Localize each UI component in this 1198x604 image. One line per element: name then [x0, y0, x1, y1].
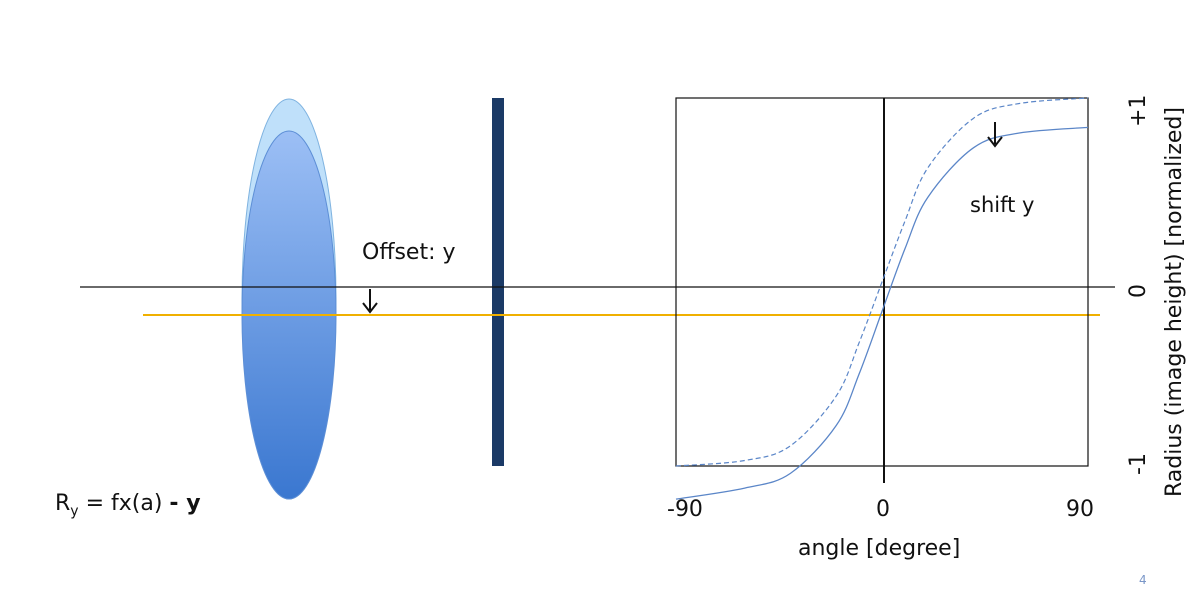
shift-label: shift y — [970, 193, 1035, 217]
shift-arrow-icon — [987, 122, 1003, 148]
offset-arrow-icon — [362, 289, 378, 314]
formula-subscript: y — [70, 503, 79, 520]
curve-shifted-solid — [675, 126, 1089, 500]
page-number: 4 — [1139, 573, 1147, 587]
x-tick-label: 0 — [876, 497, 890, 522]
y-axis-label: Radius (image height) [normalized] — [1162, 107, 1187, 497]
y-tick-label: -1 — [1126, 453, 1151, 475]
offset-label: Offset: y — [362, 240, 456, 265]
formula-middle: = fx(a) — [78, 491, 170, 516]
formula-r: R — [55, 491, 71, 516]
plot-frame — [675, 97, 1089, 467]
x-tick-label: 90 — [1066, 497, 1094, 522]
y-tick-label: 0 — [1126, 284, 1151, 298]
x-tick-label: -90 — [667, 497, 703, 522]
sensor-plane — [492, 98, 504, 466]
curve-original-dashed — [675, 97, 1089, 467]
x-axis-label: angle [degree] — [798, 536, 961, 561]
formula: Ry = fx(a) - y — [55, 491, 201, 519]
formula-bold: - y — [169, 491, 201, 516]
y-tick-label: +1 — [1126, 94, 1151, 127]
